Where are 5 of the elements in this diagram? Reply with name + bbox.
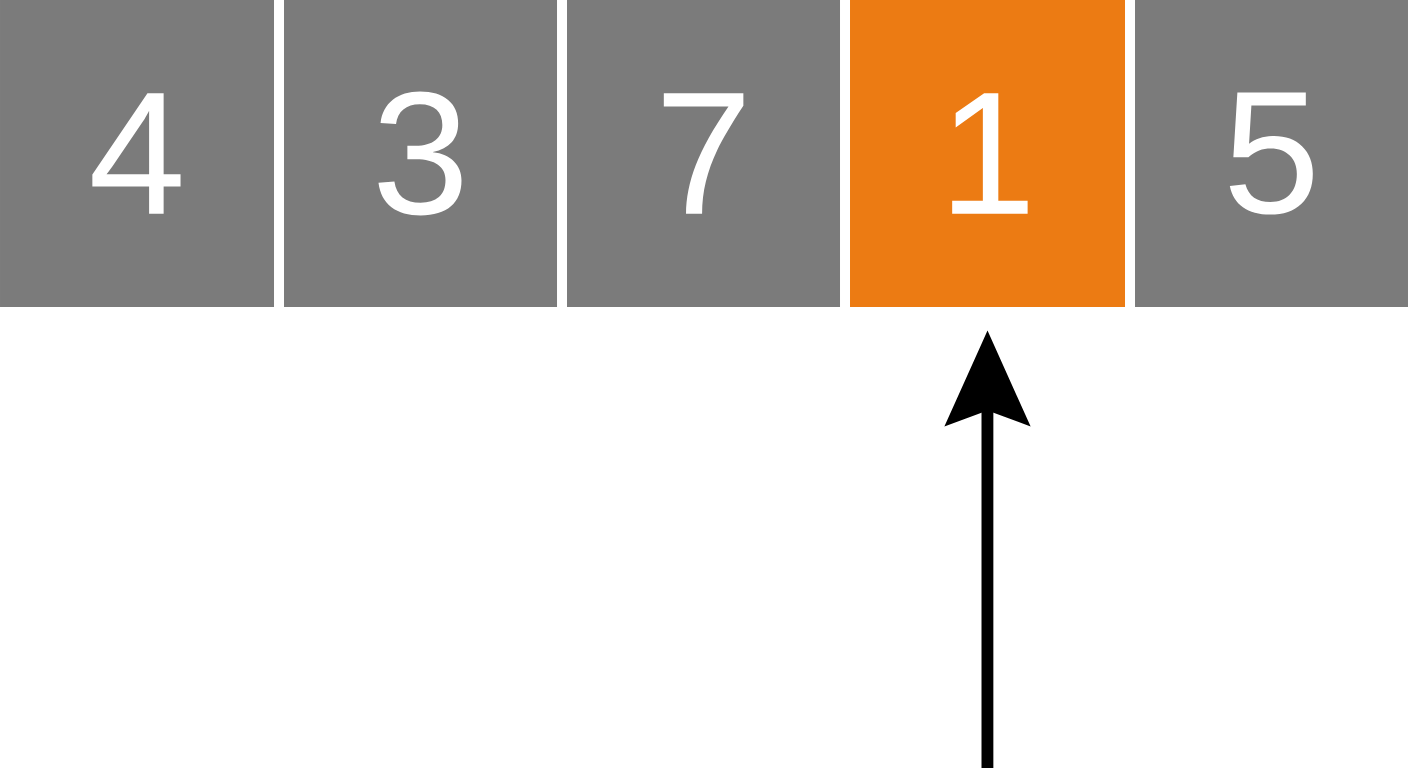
number-tile: 3 [284, 0, 557, 307]
number-tile: 5 [1135, 0, 1408, 307]
number-tile: 4 [0, 0, 274, 307]
highlighted-tile: 1 [850, 0, 1125, 307]
number-tile: 7 [567, 0, 840, 307]
